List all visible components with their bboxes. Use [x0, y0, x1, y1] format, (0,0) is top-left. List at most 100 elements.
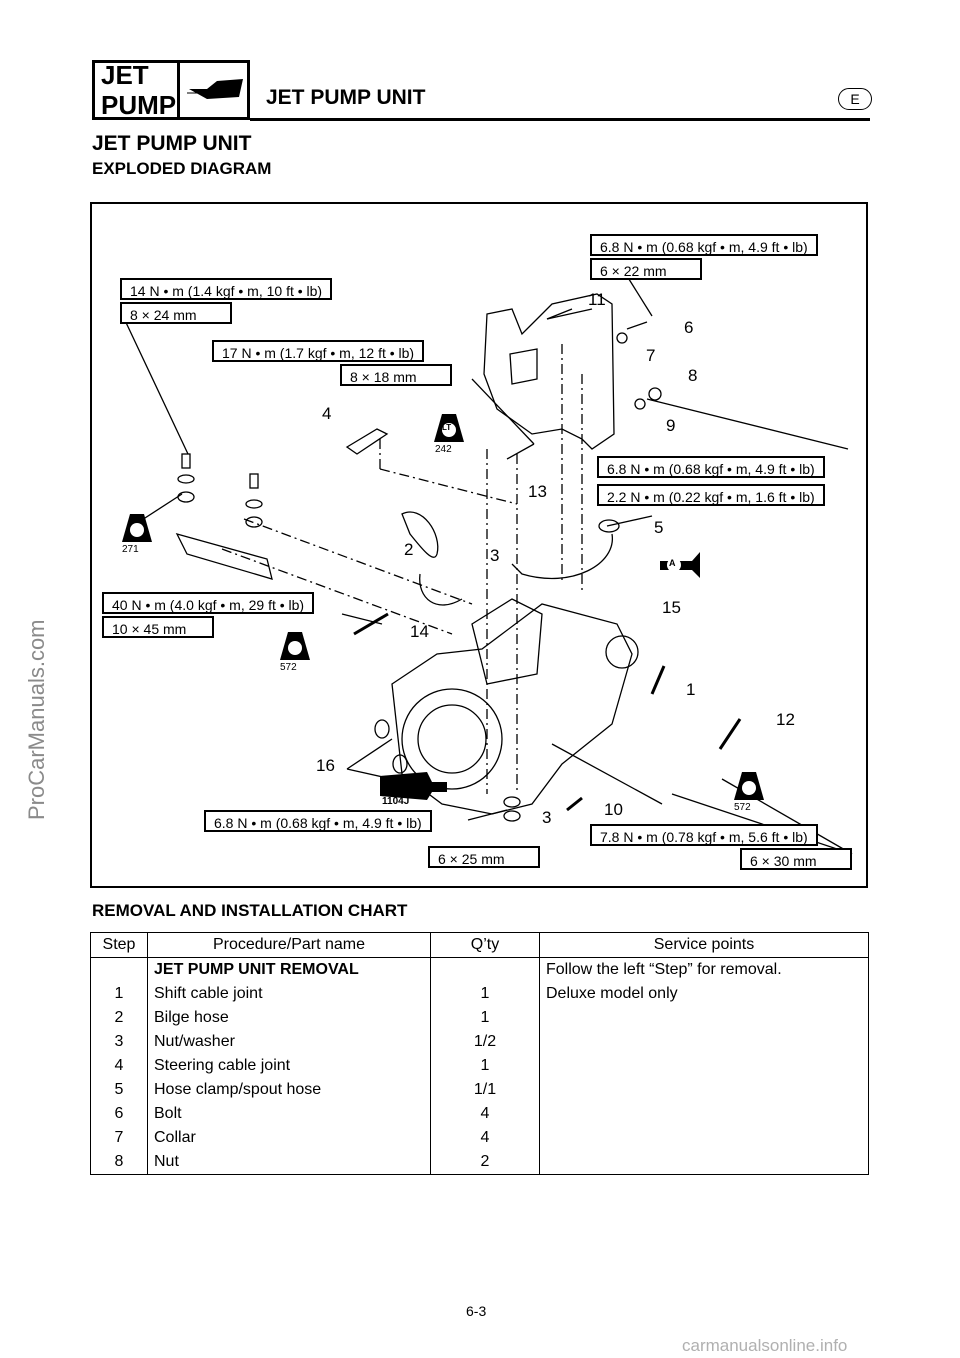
cell-part: Nut/washer	[147, 1030, 431, 1054]
cell-notes: Deluxe model only	[539, 982, 869, 1006]
cell-notes	[539, 1150, 869, 1175]
part-label-9: 9	[666, 416, 676, 435]
table-row: 1 Shift cable joint 1 Deluxe model only	[90, 982, 869, 1006]
part-label-7: 7	[646, 346, 656, 365]
cell-step: 6	[90, 1102, 148, 1126]
callout-12-torque: 7.8 N • m (0.78 kgf • m, 5.6 ft • lb)	[590, 824, 818, 846]
cell-step: 7	[90, 1126, 148, 1150]
cell-qty: 1/2	[430, 1030, 540, 1054]
cell-part: JET PUMP UNIT REMOVAL	[147, 957, 431, 982]
grease-a-label: A	[669, 558, 676, 568]
callout-13-size: 8 × 18 mm	[340, 364, 452, 386]
column-header-part: Procedure/Part name	[147, 932, 431, 958]
sealant-242-label: 242	[435, 444, 452, 455]
part-label-8: 8	[688, 366, 698, 385]
grease-1104j-tube	[380, 772, 447, 800]
logo-line-2: PUMP	[101, 90, 177, 120]
cell-part: Bolt	[147, 1102, 431, 1126]
part-label-11: 11	[588, 290, 606, 309]
cell-step: 1	[90, 982, 148, 1006]
cell-step: 3	[90, 1030, 148, 1054]
language-badge: E	[838, 88, 872, 110]
callout-6-size: 6 × 22 mm	[590, 258, 702, 280]
cell-part: Steering cable joint	[147, 1054, 431, 1078]
part-label-3-top: 3	[490, 546, 500, 565]
cell-notes	[539, 1006, 869, 1030]
part-label-5: 5	[654, 518, 664, 537]
cell-part: Bilge hose	[147, 1006, 431, 1030]
part-label-14: 14	[410, 622, 429, 641]
part-label-16: 16	[316, 756, 335, 775]
part-label-13: 13	[528, 482, 547, 501]
sealant-572-label-a: 572	[280, 662, 297, 673]
column-header-service: Service points	[539, 932, 869, 958]
cell-notes	[539, 1054, 869, 1078]
sealant-271-label: 271	[122, 544, 139, 555]
callout-14-size: 10 × 45 mm	[102, 616, 214, 638]
cell-notes: Follow the left “Step” for removal.	[539, 957, 869, 982]
table-row: 7 Collar 4	[90, 1126, 869, 1150]
side-watermark: ProCarManuals.com	[24, 619, 49, 820]
part-label-2: 2	[404, 540, 414, 559]
table-row: 8 Nut 2	[90, 1150, 869, 1175]
cell-qty: 2	[430, 1150, 540, 1175]
table-row: 3 Nut/washer 1/2	[90, 1030, 869, 1054]
cell-qty: 4	[430, 1126, 540, 1150]
callout-5-torque: 2.2 N • m (0.22 kgf • m, 1.6 ft • lb)	[597, 484, 825, 506]
diagram-artwork	[121, 267, 853, 855]
column-header-step: Step	[90, 932, 148, 958]
table-row: JET PUMP UNIT REMOVAL Follow the left “S…	[90, 957, 869, 982]
part-label-1: 1	[686, 680, 696, 699]
grease-1104j-label: 1104J	[382, 796, 410, 807]
cell-qty	[430, 957, 540, 982]
callout-12-size: 6 × 30 mm	[740, 848, 852, 870]
table-row: 4 Steering cable joint 1	[90, 1054, 869, 1078]
header-rule	[250, 118, 870, 121]
table-row: 6 Bolt 4	[90, 1102, 869, 1126]
page-number: 6-3	[466, 1303, 487, 1319]
sealant-572-label-b: 572	[734, 802, 751, 813]
callout-14a-torque: 14 N • m (1.4 kgf • m, 10 ft • lb)	[120, 278, 333, 300]
exploded-diagram: LT 242 271 572 572 1104J A 6.8 N • m (0.…	[90, 202, 868, 888]
section-title: JET PUMP UNIT	[92, 132, 252, 155]
cell-step	[90, 957, 148, 982]
cell-notes	[539, 1102, 869, 1126]
section-logo: JET PUMP	[92, 60, 250, 120]
callout-3-size: 6 × 25 mm	[428, 846, 540, 868]
column-header-qty: Q’ty	[430, 932, 540, 958]
cell-notes	[539, 1126, 869, 1150]
header-title: JET PUMP UNIT	[266, 86, 426, 109]
callout-14-torque: 40 N • m (4.0 kgf • m, 29 ft • lb)	[102, 592, 315, 614]
table-row: 2 Bilge hose 1	[90, 1006, 869, 1030]
cell-part: Collar	[147, 1126, 431, 1150]
part-label-3-bottom: 3	[542, 808, 552, 827]
cell-step: 8	[90, 1150, 148, 1175]
part-label-10: 10	[604, 800, 623, 819]
callout-3-torque: 6.8 N • m (0.68 kgf • m, 4.9 ft • lb)	[204, 810, 432, 832]
callout-9-torque: 6.8 N • m (0.68 kgf • m, 4.9 ft • lb)	[597, 456, 825, 478]
cell-part: Nut	[147, 1150, 431, 1175]
subsection-title: EXPLODED DIAGRAM	[92, 159, 272, 178]
table-header-row: Step Procedure/Part name Q’ty Service po…	[90, 932, 869, 958]
cell-qty: 1	[430, 1006, 540, 1030]
logo-divider	[177, 63, 180, 117]
cell-notes	[539, 1030, 869, 1054]
cell-notes	[539, 1078, 869, 1102]
callout-14a-size: 8 × 24 mm	[120, 302, 232, 324]
cell-step: 2	[90, 1006, 148, 1030]
part-label-6: 6	[684, 318, 694, 337]
cell-part: Hose clamp/spout hose	[147, 1078, 431, 1102]
part-label-4: 4	[322, 404, 332, 423]
jet-ski-icon	[187, 79, 243, 99]
callout-13-torque: 17 N • m (1.7 kgf • m, 12 ft • lb)	[212, 340, 425, 362]
cell-qty: 1	[430, 982, 540, 1006]
cell-step: 4	[90, 1054, 148, 1078]
cell-qty: 1/1	[430, 1078, 540, 1102]
cell-step: 5	[90, 1078, 148, 1102]
table-row: 5 Hose clamp/spout hose 1/1	[90, 1078, 869, 1102]
part-label-15: 15	[662, 598, 681, 617]
footer-watermark: carmanualsonline.info	[682, 1336, 848, 1355]
callout-6-torque: 6.8 N • m (0.68 kgf • m, 4.9 ft • lb)	[590, 234, 818, 256]
cell-qty: 4	[430, 1102, 540, 1126]
cell-qty: 1	[430, 1054, 540, 1078]
